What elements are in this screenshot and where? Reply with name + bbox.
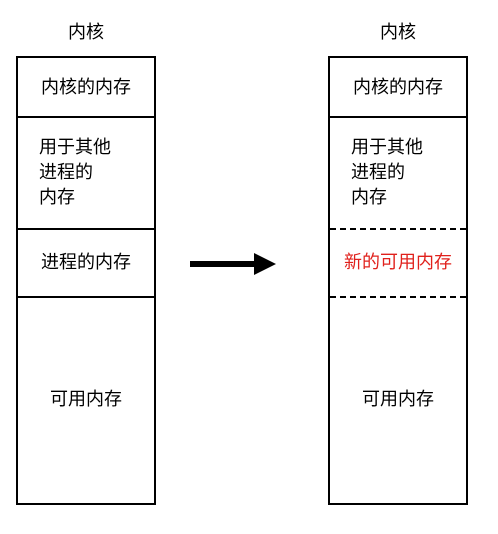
left-title: 内核 bbox=[68, 22, 104, 43]
right-kernel-memory-block: 内核的内存 bbox=[330, 58, 466, 118]
left-process-memory-block: 进程的内存 bbox=[18, 228, 154, 298]
right-title: 内核 bbox=[380, 22, 416, 43]
left-memory-stack: 内核的内存 用于其他 进程的 内存 进程的内存 可用内存 bbox=[16, 56, 156, 505]
right-free-memory-block: 可用内存 bbox=[330, 296, 466, 503]
right-kernel-memory-label: 内核的内存 bbox=[353, 76, 443, 98]
right-new-free-memory-block: 新的可用内存 bbox=[330, 228, 466, 298]
right-new-free-memory-label: 新的可用内存 bbox=[344, 251, 452, 273]
right-other-process-memory-block: 用于其他 进程的 内存 bbox=[330, 116, 466, 230]
left-other-process-memory-block: 用于其他 进程的 内存 bbox=[18, 116, 154, 230]
right-memory-stack: 内核的内存 用于其他 进程的 内存 新的可用内存 可用内存 bbox=[328, 56, 468, 505]
right-free-memory-label: 可用内存 bbox=[362, 389, 434, 410]
right-arrow-icon bbox=[190, 253, 276, 275]
left-free-memory-block: 可用内存 bbox=[18, 296, 154, 503]
left-other-process-memory-label: 用于其他 进程的 内存 bbox=[39, 136, 111, 208]
left-kernel-memory-label: 内核的内存 bbox=[41, 76, 131, 98]
left-free-memory-label: 可用内存 bbox=[50, 389, 122, 410]
left-process-memory-label: 进程的内存 bbox=[41, 251, 131, 273]
right-other-process-memory-label: 用于其他 进程的 内存 bbox=[351, 136, 423, 208]
left-kernel-memory-block: 内核的内存 bbox=[18, 58, 154, 118]
